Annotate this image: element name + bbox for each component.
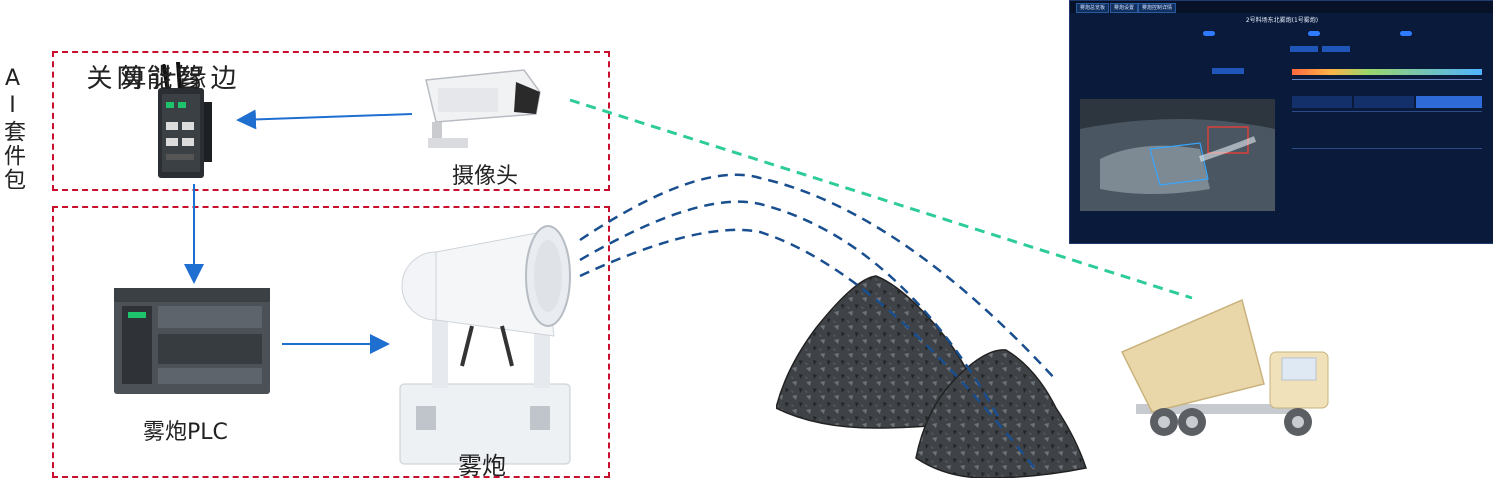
plc-label: 雾炮PLC [143,420,228,445]
screenshot-toggle-1 [1203,31,1215,36]
screenshot-panel-tab-2 [1354,96,1414,108]
screenshot-button-1 [1290,46,1318,52]
camera-icon [416,62,546,152]
screenshot-toggle-2 [1308,31,1320,36]
fog-cannon-icon [392,216,582,468]
gateway-label-col2: 智能网关 [82,64,202,92]
screenshot-table [1292,111,1482,149]
dashboard-screenshot: 雾炮总览板 雾炮设置 雾炮控制详情 2号料场东北雾炮(1号雾炮) [1069,0,1493,244]
fog-cannon-label: 雾炮 [458,452,506,480]
dump-truck-icon [1114,294,1336,444]
screenshot-camera-feed [1080,99,1275,211]
screenshot-tab-2: 雾炮设置 [1110,3,1139,13]
screenshot-button-2 [1322,46,1350,52]
screenshot-tab-1: 雾炮总览板 [1076,3,1110,13]
screenshot-title: 2号料场东北雾炮(1号雾炮) [1245,17,1319,24]
coal-pile-icon [775,268,1096,479]
screenshot-toggle-3 [1400,31,1412,36]
gateway-label-col1: 边缘计算 [116,64,236,92]
ai-kit-label: AI套件包 [0,66,25,192]
screenshot-panel-tab-1 [1292,96,1352,108]
screenshot-panel-tab-3 [1416,96,1482,108]
screenshot-progress-bar [1292,69,1482,75]
plc-icon [108,282,276,400]
screenshot-progress-axis [1292,79,1482,80]
screenshot-button-3 [1212,68,1244,74]
screenshot-tab-bar: 雾炮总览板 雾炮设置 雾炮控制详情 [1070,1,1493,13]
camera-label: 摄像头 [452,164,519,189]
screenshot-tab-3: 雾炮控制详情 [1138,3,1177,13]
edge-gateway-icon [148,60,238,180]
